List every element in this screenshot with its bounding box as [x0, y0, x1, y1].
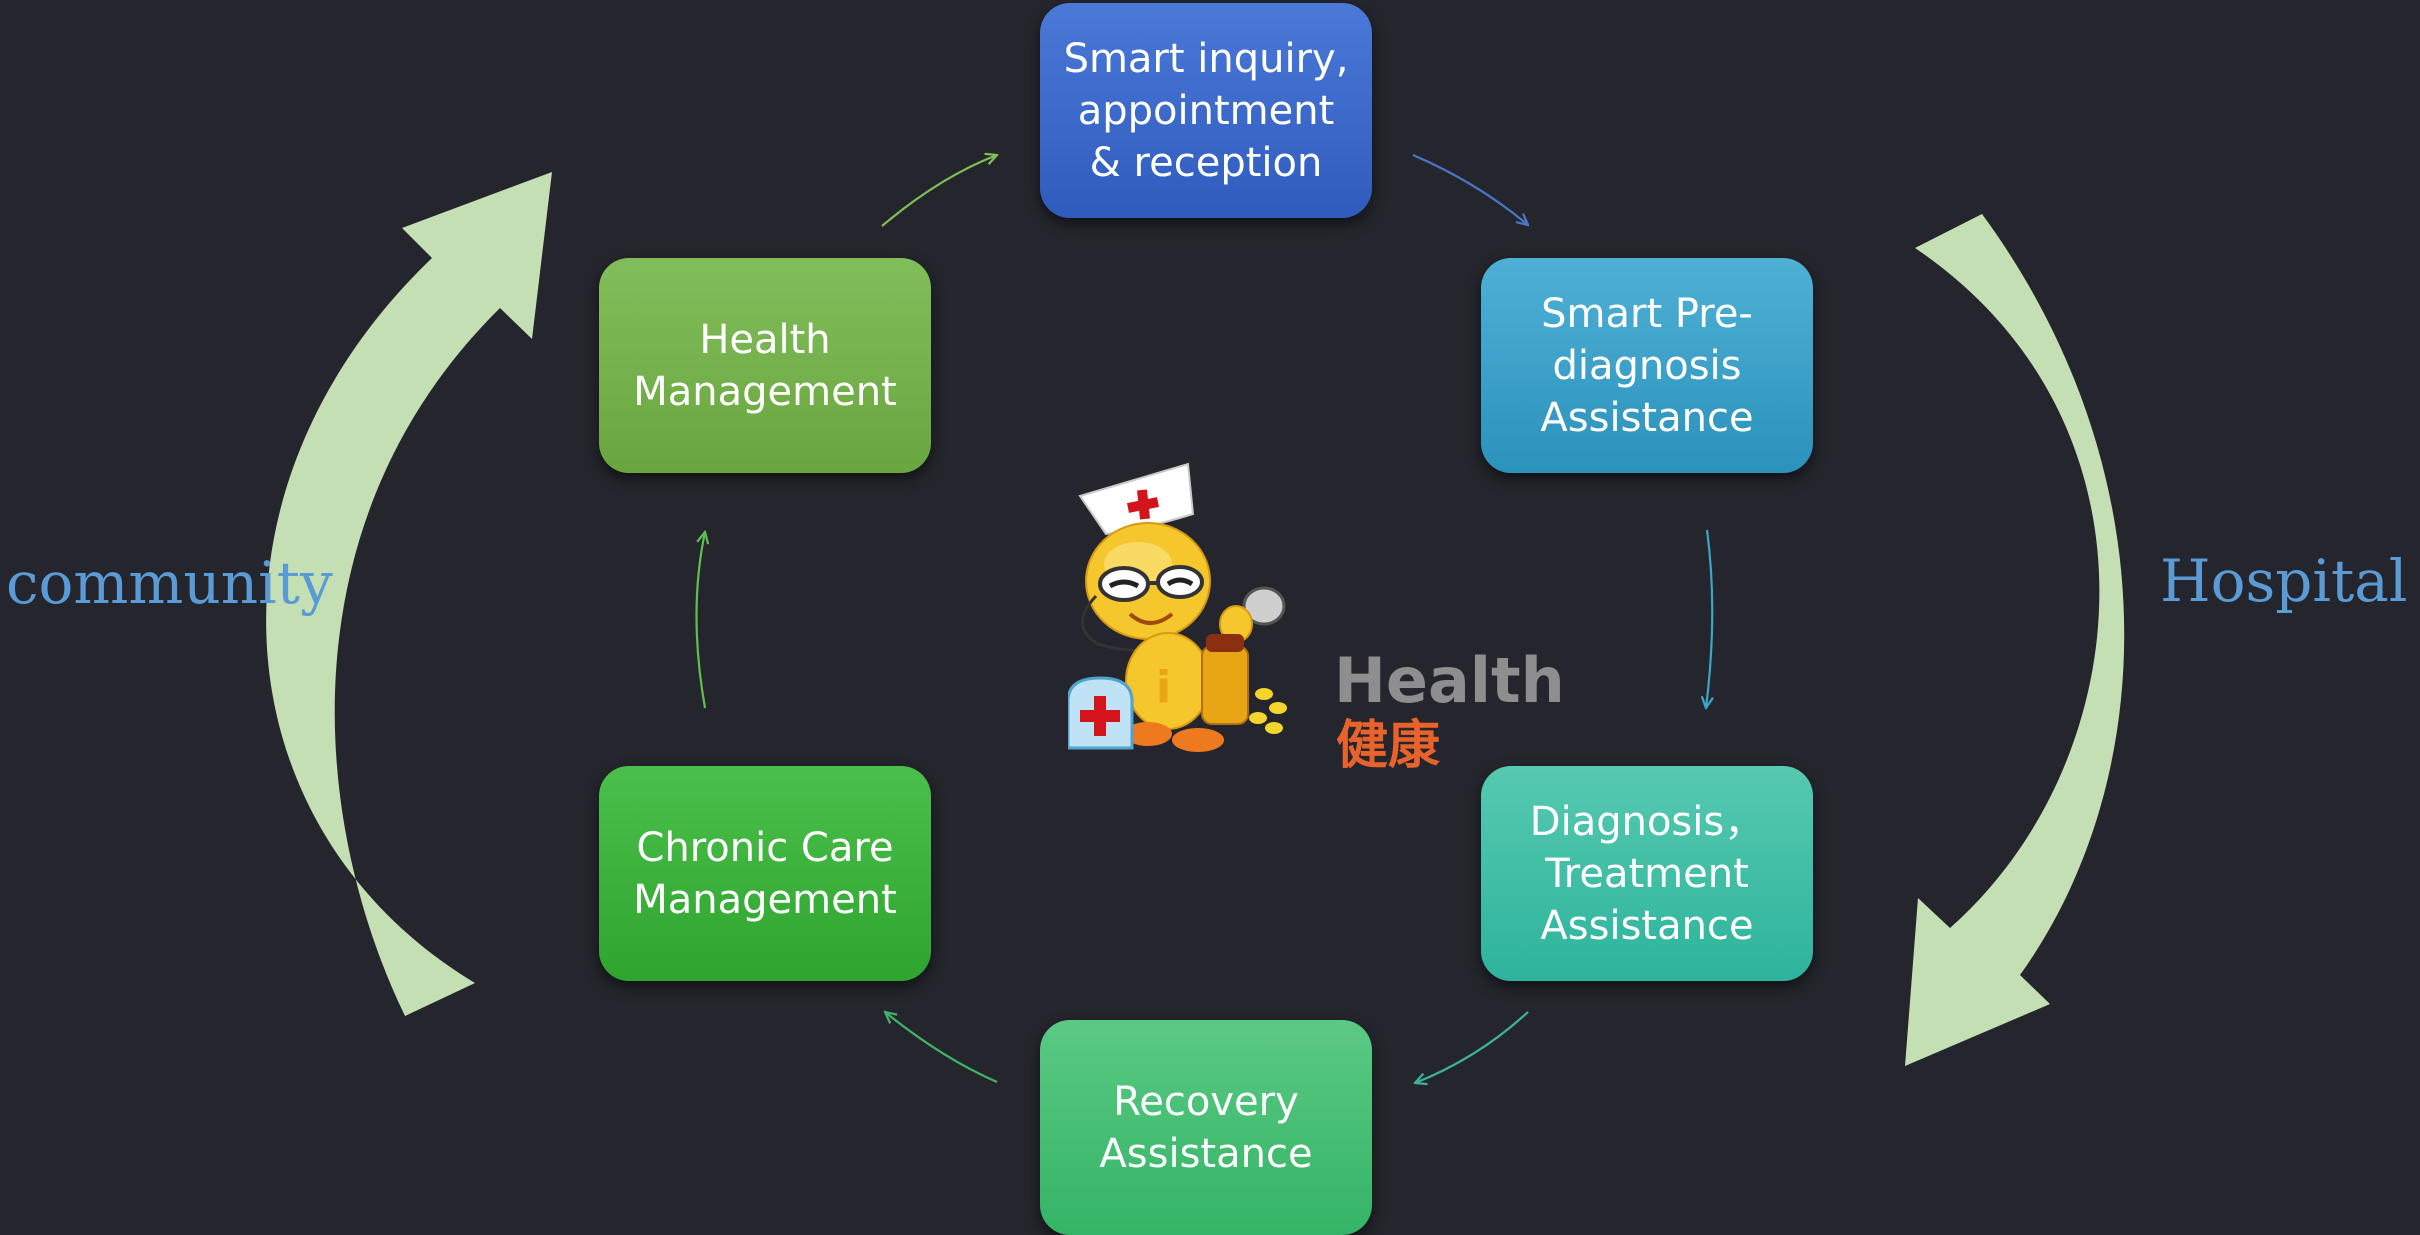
- node-label: Smart inquiry, appointment & reception: [1063, 35, 1349, 186]
- node-label: Health Management: [633, 316, 897, 415]
- node-label: Smart Pre- diagnosis Assistance: [1540, 290, 1754, 441]
- connector-arrow-health-to-inquiry: [881, 155, 997, 227]
- big-arrow-left: [266, 172, 552, 1016]
- connector-arrow-chronic-to-health: [695, 532, 706, 709]
- medicine-bottle-icon: [1201, 634, 1249, 725]
- node-label: Diagnosis， Treatment Assistance: [1529, 798, 1765, 949]
- svg-text:i: i: [1156, 662, 1171, 713]
- connector-arrow-inquiry-to-prediagnosis: [1412, 153, 1528, 225]
- stethoscope-icon: [1242, 586, 1286, 626]
- big-arrow-right: [1905, 214, 2125, 1066]
- node-label: Chronic Care Management: [633, 824, 897, 923]
- node-smart-prediagnosis: Smart Pre- diagnosis Assistance: [1481, 258, 1813, 473]
- node-chronic-care: Chronic Care Management: [599, 766, 931, 981]
- connector-arrow-recovery-to-chronic: [885, 1012, 998, 1084]
- community-label: community: [6, 549, 333, 617]
- connector-arrow-diagnosis-to-recovery: [1415, 1011, 1529, 1083]
- node-health-management: Health Management: [599, 258, 931, 473]
- center-logo-text-chinese: 健康: [1336, 716, 1441, 776]
- pills-icon: [1249, 688, 1287, 734]
- hospital-label: Hospital: [2160, 547, 2408, 615]
- node-diagnosis-treatment: Diagnosis， Treatment Assistance: [1481, 766, 1813, 981]
- nurse-mascot-logo: i: [1068, 462, 1287, 752]
- node-label: Recovery Assistance: [1099, 1078, 1313, 1177]
- node-recovery: Recovery Assistance: [1040, 1020, 1372, 1235]
- node-smart-inquiry: Smart inquiry, appointment & reception: [1040, 3, 1372, 218]
- medical-kit-icon: [1068, 676, 1134, 750]
- center-logo-text: Health: [1334, 644, 1565, 717]
- connector-arrow-prediagnosis-to-diagnosis: [1706, 529, 1712, 708]
